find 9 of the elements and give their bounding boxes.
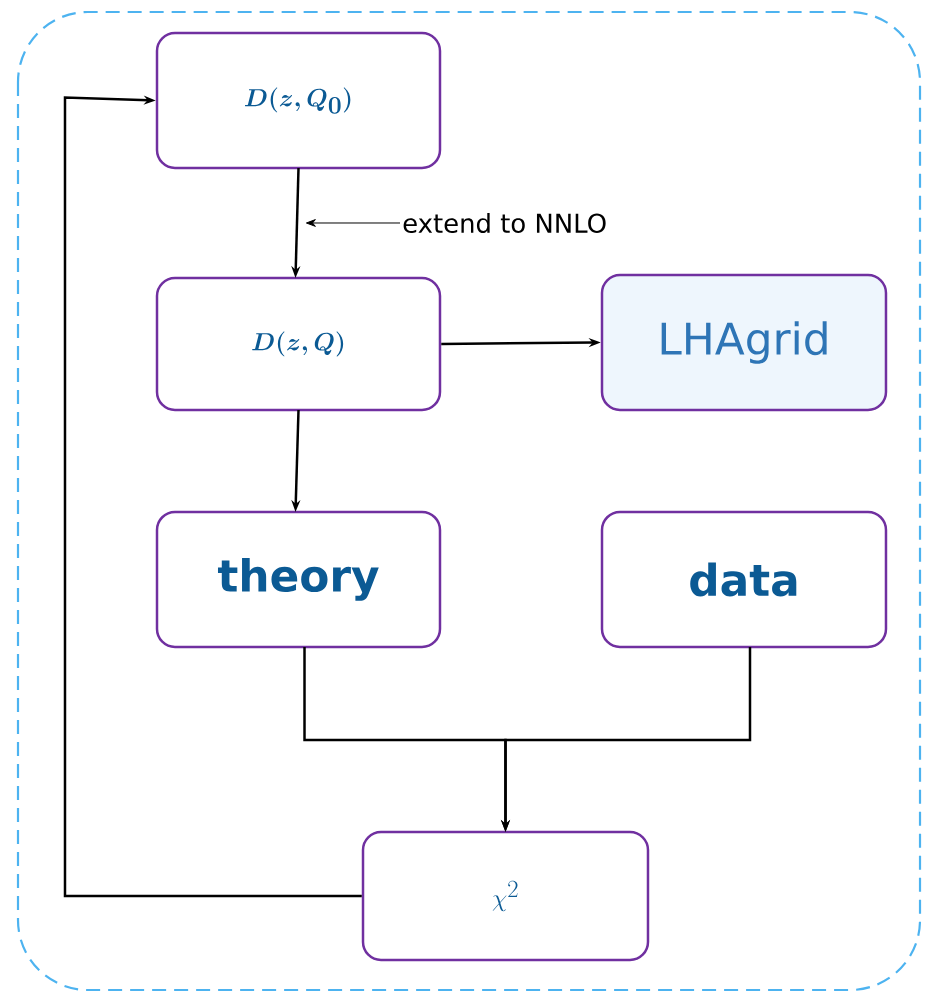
process-box: $D(z,Q)$ [155, 276, 442, 412]
arrow [63, 95, 362, 898]
annotation-text: extend to NNLO [403, 212, 606, 233]
process-box: theory [155, 510, 442, 649]
leader-line [305, 219, 401, 227]
process-box: $D(z,Q_0)$ [155, 31, 442, 170]
process-box: data [600, 510, 888, 649]
process-box: LHAgrid [600, 273, 888, 412]
process-box: $\chi^{2}$ [361, 830, 650, 962]
